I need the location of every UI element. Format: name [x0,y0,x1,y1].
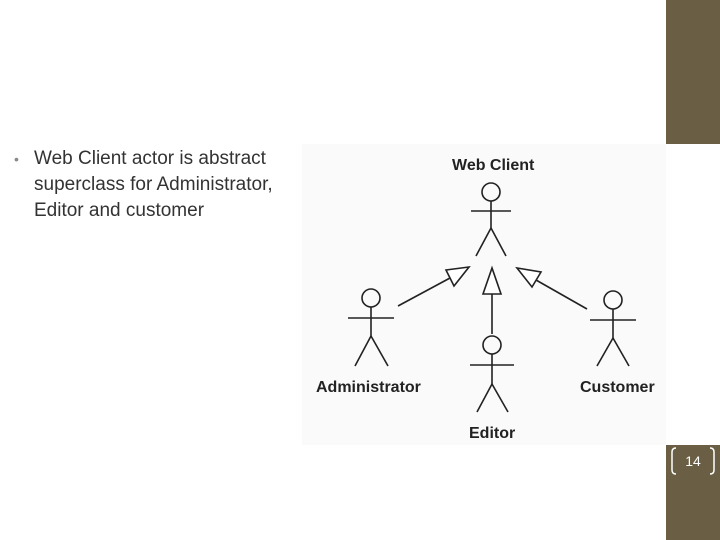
generalization-arrow-customer [515,266,588,310]
generalization-arrow-editor [481,265,503,334]
editor-actor-icon [470,335,514,413]
customer-label: Customer [580,379,655,396]
generalization-arrow-administrator [397,265,471,307]
customer-actor-icon [590,290,636,367]
diagram-canvas: Web Client Administrator Editor [316,157,655,442]
bullet-text: Web Client actor is abstract superclass … [34,148,273,221]
administrator-label: Administrator [316,379,421,396]
page-badge-bracket-icon [671,447,715,475]
bullet-point: • Web Client actor is abstract superclas… [14,146,304,224]
use-case-diagram: Web Client Administrator Editor [302,144,666,445]
web-client-label: Web Client [452,157,535,174]
editor-label: Editor [469,425,515,442]
page-number: 14 [685,453,701,469]
side-band-gap [666,144,720,445]
page-number-badge: 14 [670,446,716,476]
web-client-actor-icon [471,182,511,257]
administrator-actor-icon [348,288,394,367]
bullet-dot-icon: • [14,151,19,167]
